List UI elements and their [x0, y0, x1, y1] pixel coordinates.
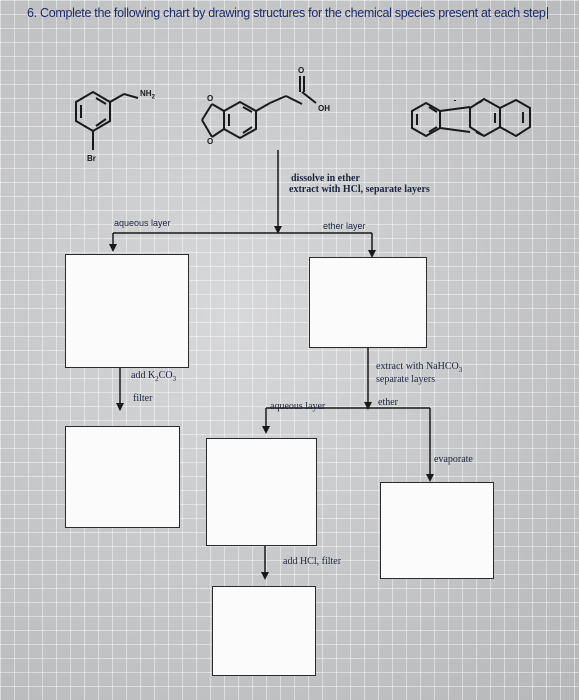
bromine-label: Br — [87, 154, 96, 163]
step-evaporate: evaporate — [434, 454, 473, 465]
molecule-fused-rings — [411, 97, 531, 138]
step-extract-nahco3: extract with NaHCO3 — [376, 361, 463, 374]
step-dissolve: dissolve in ether — [291, 173, 360, 184]
answer-box-aqueous-2[interactable] — [206, 438, 317, 546]
answer-box-hcl-filter[interactable] — [212, 586, 316, 676]
oxygen-label-bottom: O — [207, 137, 214, 146]
step-separate-layers: separate layers — [376, 374, 436, 385]
label-aqueous-layer-1: aqueous layer — [114, 218, 171, 228]
step-add-k2co3: add K2CO3 — [131, 370, 177, 383]
answer-box-k2co3-filter[interactable] — [65, 426, 180, 528]
answer-box-aqueous[interactable] — [65, 254, 189, 368]
hydroxyl-label: OH — [318, 104, 330, 113]
molecule-benzylamine — [75, 90, 139, 150]
step-extract-hcl: extract with HCl, separate layers — [289, 184, 430, 195]
amine-label: NH2 — [140, 89, 155, 101]
molecule-benzodioxole-acid — [201, 76, 317, 140]
question-text: 6. Complete the following chart by drawi… — [27, 6, 548, 20]
answer-box-evaporate[interactable] — [380, 482, 494, 579]
text-cursor — [546, 7, 548, 19]
answer-box-ether[interactable] — [309, 257, 427, 348]
step-filter-1: filter — [133, 393, 153, 404]
carbonyl-oxygen-label: O — [298, 66, 305, 75]
oxygen-label-top: O — [207, 94, 214, 103]
label-ether-2: ether — [378, 397, 398, 408]
step-add-hcl-filter: add HCl, filter — [283, 556, 342, 567]
label-aqueous-layer-2: aqueous layer — [270, 401, 326, 412]
label-ether-layer-1: ether layer — [323, 221, 366, 231]
